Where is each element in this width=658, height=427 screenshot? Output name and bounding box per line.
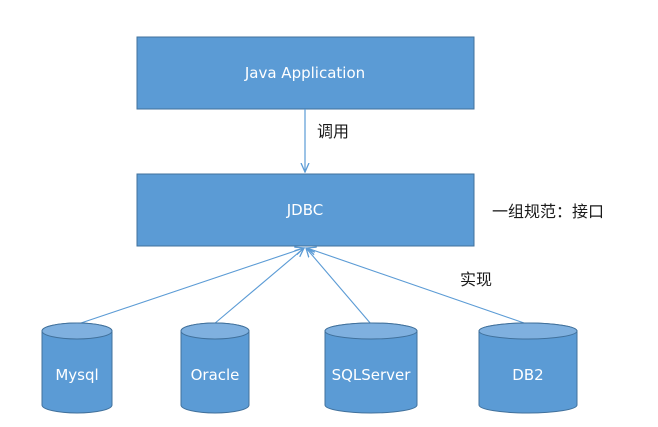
sqlserver-implement-arrow	[306, 248, 372, 325]
db2-database: DB2	[478, 322, 578, 414]
implement-label: 实现	[460, 270, 492, 289]
db2-implement-arrow	[307, 248, 528, 325]
java-application-label: Java Application	[244, 64, 365, 82]
db2-label: DB2	[512, 366, 543, 384]
mysql-database: Mysql	[41, 322, 113, 414]
sqlserver-database: SQLServer	[324, 322, 418, 414]
oracle-implement-arrow	[213, 248, 304, 325]
oracle-label: Oracle	[191, 366, 240, 384]
jdbc-node: JDBC	[136, 173, 475, 247]
mysql-label: Mysql	[55, 366, 98, 384]
jdbc-label: JDBC	[286, 201, 323, 219]
sqlserver-label: SQLServer	[332, 366, 412, 384]
oracle-database: Oracle	[180, 322, 250, 414]
java-application-node: Java Application	[136, 36, 475, 110]
call-label: 调用	[317, 122, 349, 141]
interface-annotation: 一组规范：接口	[492, 202, 604, 221]
mysql-implement-arrow	[77, 248, 304, 325]
